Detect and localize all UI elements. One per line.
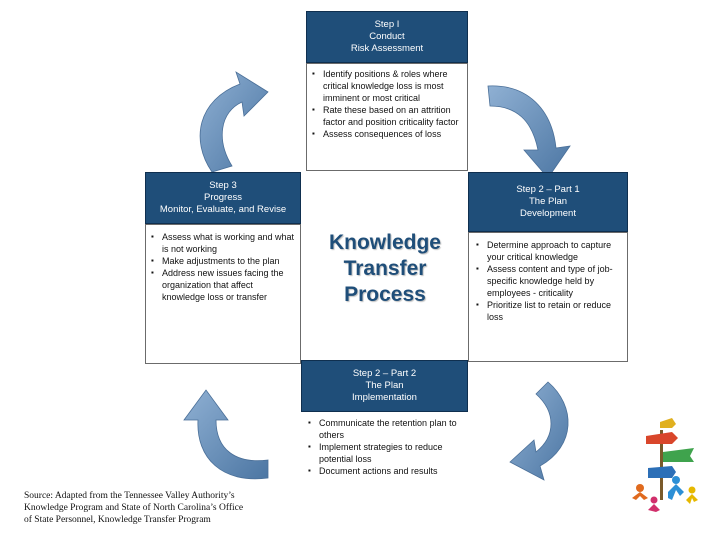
step-2-part-2-header-line: The Plan [302,380,467,392]
step-3-bullets: Assess what is working and what is not w… [148,231,296,303]
bullet-item: Determine approach to capture your criti… [473,239,623,263]
step-2-part-1-header-line: Development [469,208,627,220]
step-3-body: Assess what is working and what is not w… [145,224,301,364]
step-1-header-line: Conduct [307,31,467,43]
bullet-item: Rate these based on an attrition factor … [309,104,461,128]
step-2-part-1-header-line: The Plan [469,196,627,208]
curved-arrow-icon [510,382,568,480]
step-2-part-2-header-line: Implementation [302,392,467,404]
bullet-item: Assess content and type of job-specific … [473,263,623,299]
step-3-box: Step 3 Progress Monitor, Evaluate, and R… [145,172,301,364]
curved-arrow-icon [200,72,268,172]
step-1-header-line: Step I [307,19,467,31]
curved-arrow-icon [488,86,570,178]
step-2-part-1-body: Determine approach to capture your criti… [468,232,628,362]
signpost-people-icon [632,418,698,512]
step-1-header-line: Risk Assessment [307,43,467,55]
bullet-item: Prioritize list to retain or reduce loss [473,299,623,323]
bullet-item: Identify positions & roles where critica… [309,68,461,104]
step-1-body: Identify positions & roles where critica… [306,63,468,171]
source-line: of State Personnel, Knowledge Transfer P… [24,514,294,526]
process-title: Knowledge Transfer Process [318,230,452,308]
step-2-part-1-header: Step 2 – Part 1 The Plan Development [468,172,628,232]
process-title-line: Knowledge [318,230,452,256]
source-note: Source: Adapted from the Tennessee Valle… [24,490,294,526]
bullet-item: Address new issues facing the organizati… [148,267,296,303]
step-2-part-2-header: Step 2 – Part 2 The Plan Implementation [301,360,468,412]
step-2-part-2-box: Step 2 – Part 2 The Plan Implementation … [301,360,468,530]
step-3-header-line: Monitor, Evaluate, and Revise [146,204,300,216]
bullet-item: Make adjustments to the plan [148,255,296,267]
step-3-header-line: Progress [146,192,300,204]
bullet-item: Implement strategies to reduce potential… [305,441,464,465]
step-2-part-2-header-line: Step 2 – Part 2 [302,368,467,380]
step-3-header: Step 3 Progress Monitor, Evaluate, and R… [145,172,301,224]
step-1-header: Step I Conduct Risk Assessment [306,11,468,63]
source-line: Source: Adapted from the Tennessee Valle… [24,490,294,502]
step-2-part-1-header-line: Step 2 – Part 1 [469,184,627,196]
step-1-bullets: Identify positions & roles where critica… [309,68,461,140]
step-2-part-1-box: Step 2 – Part 1 The Plan Development Det… [468,172,628,362]
bullet-item: Communicate the retention plan to others [305,417,464,441]
bullet-item: Assess consequences of loss [309,128,461,140]
step-1-box: Step I Conduct Risk Assessment Identify … [306,11,468,171]
step-2-part-2-bullets: Communicate the retention plan to others… [305,417,464,477]
bullet-item: Assess what is working and what is not w… [148,231,296,255]
curved-arrow-icon [184,390,268,479]
step-3-header-line: Step 3 [146,180,300,192]
source-line: Knowledge Program and State of North Car… [24,502,294,514]
process-title-line: Process [318,282,452,308]
step-2-part-2-body: Communicate the retention plan to others… [301,412,468,530]
step-2-part-1-bullets: Determine approach to capture your criti… [473,239,623,323]
bullet-item: Document actions and results [305,465,464,477]
process-title-line: Transfer [318,256,452,282]
